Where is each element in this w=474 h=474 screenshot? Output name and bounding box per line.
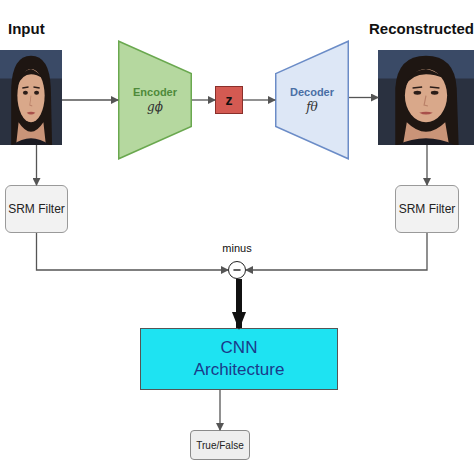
reconstructed-image: Reconstructed: [378, 50, 474, 145]
cnn-box: CNN Architecture: [140, 328, 338, 390]
node-label: Encoder: [133, 86, 177, 98]
input-image: Input: [0, 50, 62, 145]
decoder-block: Decoder fθ: [275, 40, 349, 160]
node-label: Decoder: [290, 86, 334, 98]
node-symbol: gϕ: [147, 100, 163, 114]
face-photo: [0, 50, 62, 145]
latent-box: z: [215, 86, 243, 114]
node-label: SRM Filter: [399, 202, 456, 216]
node-label: z: [226, 92, 233, 108]
encoder-block: Encoder gϕ: [118, 40, 192, 160]
flow-arrow: [37, 233, 229, 270]
face-photo: [378, 50, 474, 145]
minus-circle: minus: [228, 261, 246, 279]
node-label: True/False: [196, 440, 243, 451]
node-heading: Reconstructed: [369, 20, 474, 37]
flow-arrow: [219, 390, 220, 430]
output-box: True/False: [190, 430, 250, 460]
minus-symbol: [229, 262, 245, 278]
filter-box: SRM Filter: [395, 185, 459, 233]
thick-arrow: [236, 279, 242, 328]
node-label: SRM Filter: [8, 202, 65, 216]
node-symbol: fθ: [306, 100, 318, 114]
flow-arrow: [246, 233, 427, 270]
flow-arrow: [426, 145, 427, 185]
flow-arrow: [62, 99, 118, 100]
flow-arrow: [243, 99, 275, 100]
flow-arrow: [349, 97, 378, 98]
filter-box: SRM Filter: [5, 185, 68, 233]
node-label: CNN Architecture: [179, 337, 299, 381]
flow-arrow: [36, 145, 37, 185]
flow-arrow: [192, 99, 215, 100]
node-heading: minus: [222, 242, 251, 254]
node-heading: Input: [8, 20, 45, 37]
